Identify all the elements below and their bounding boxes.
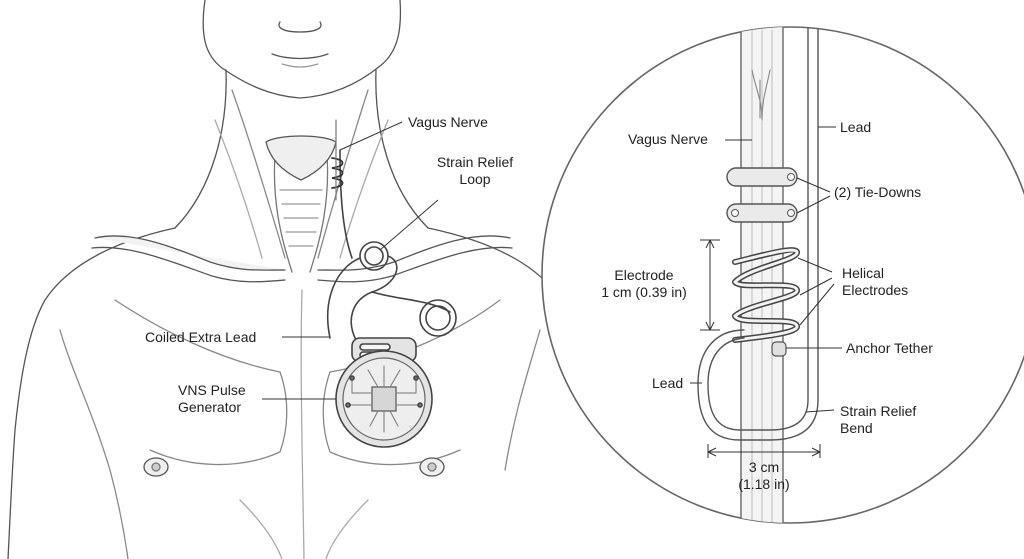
left-shoulder xyxy=(7,227,176,559)
label-anchor-tether: Anchor Tether xyxy=(846,340,933,356)
label-lead-top: Lead xyxy=(840,119,872,135)
left-pectoral xyxy=(114,299,288,466)
label-vagus-nerve-right: Vagus Nerve xyxy=(628,131,708,147)
label-helical-electrodes-line2: Electrodes xyxy=(842,282,909,298)
neck-lead xyxy=(339,149,353,259)
label-width-dimension-line2: (1.18 in) xyxy=(738,476,790,492)
neck-left xyxy=(174,69,227,229)
label-strain-relief-loop-line2: Loop xyxy=(459,171,491,187)
label-tie-downs: (2) Tie-Downs xyxy=(834,184,922,200)
label-helical-electrodes: Helical Electrodes xyxy=(842,265,908,299)
jaw-outline xyxy=(202,0,402,99)
right-shoulder xyxy=(427,227,556,293)
label-strain-relief-loop-line1: Strain Relief xyxy=(436,154,514,170)
strain-relief-bend xyxy=(707,337,809,431)
neck-electrode-coils xyxy=(331,157,344,189)
tie-down-1 xyxy=(726,167,798,187)
label-electrode-length: Electrode 1 cm (0.39 in) xyxy=(592,267,696,301)
torso-illustration xyxy=(7,0,556,559)
anchor-tether xyxy=(771,341,787,357)
label-strain-relief-bend-line1: Strain Relief xyxy=(840,403,917,419)
right-leader-lines xyxy=(690,126,842,458)
left-leader-lines xyxy=(262,121,439,400)
label-vagus-nerve-left: Vagus Nerve xyxy=(408,114,488,130)
implant-system xyxy=(326,119,457,448)
width-dimension-line xyxy=(707,444,821,458)
label-strain-relief-bend-line2: Bend xyxy=(840,420,873,436)
coiled-extra-lead xyxy=(419,299,457,337)
label-width-dimension-line1: 3 cm xyxy=(748,459,780,475)
right-pectoral xyxy=(322,299,501,466)
label-vns-pulse-generator-line2: Generator xyxy=(178,399,242,415)
mouth xyxy=(271,53,329,60)
label-strain-relief-bend: Strain Relief Bend xyxy=(840,403,916,437)
neck-right xyxy=(375,69,429,229)
label-vns-pulse-generator-line1: VNS Pulse xyxy=(178,382,246,398)
left-clavicle xyxy=(94,235,286,271)
label-electrode-length-line2: 1 cm (0.39 in) xyxy=(601,284,687,300)
label-electrode-length-line1: Electrode xyxy=(614,267,674,283)
circuit-chip xyxy=(371,386,397,412)
label-vns-pulse-generator: VNS Pulse Generator xyxy=(178,382,246,416)
label-width-dimension: 3 cm (1.18 in) xyxy=(724,459,804,493)
label-helical-electrodes-line1: Helical xyxy=(842,265,885,281)
nose xyxy=(278,21,322,33)
label-lead-left: Lead xyxy=(652,375,684,391)
label-coiled-extra-lead: Coiled Extra Lead xyxy=(145,329,257,345)
label-strain-relief-loop: Strain Relief Loop xyxy=(432,154,518,188)
thyroid-cartilage xyxy=(265,135,337,181)
